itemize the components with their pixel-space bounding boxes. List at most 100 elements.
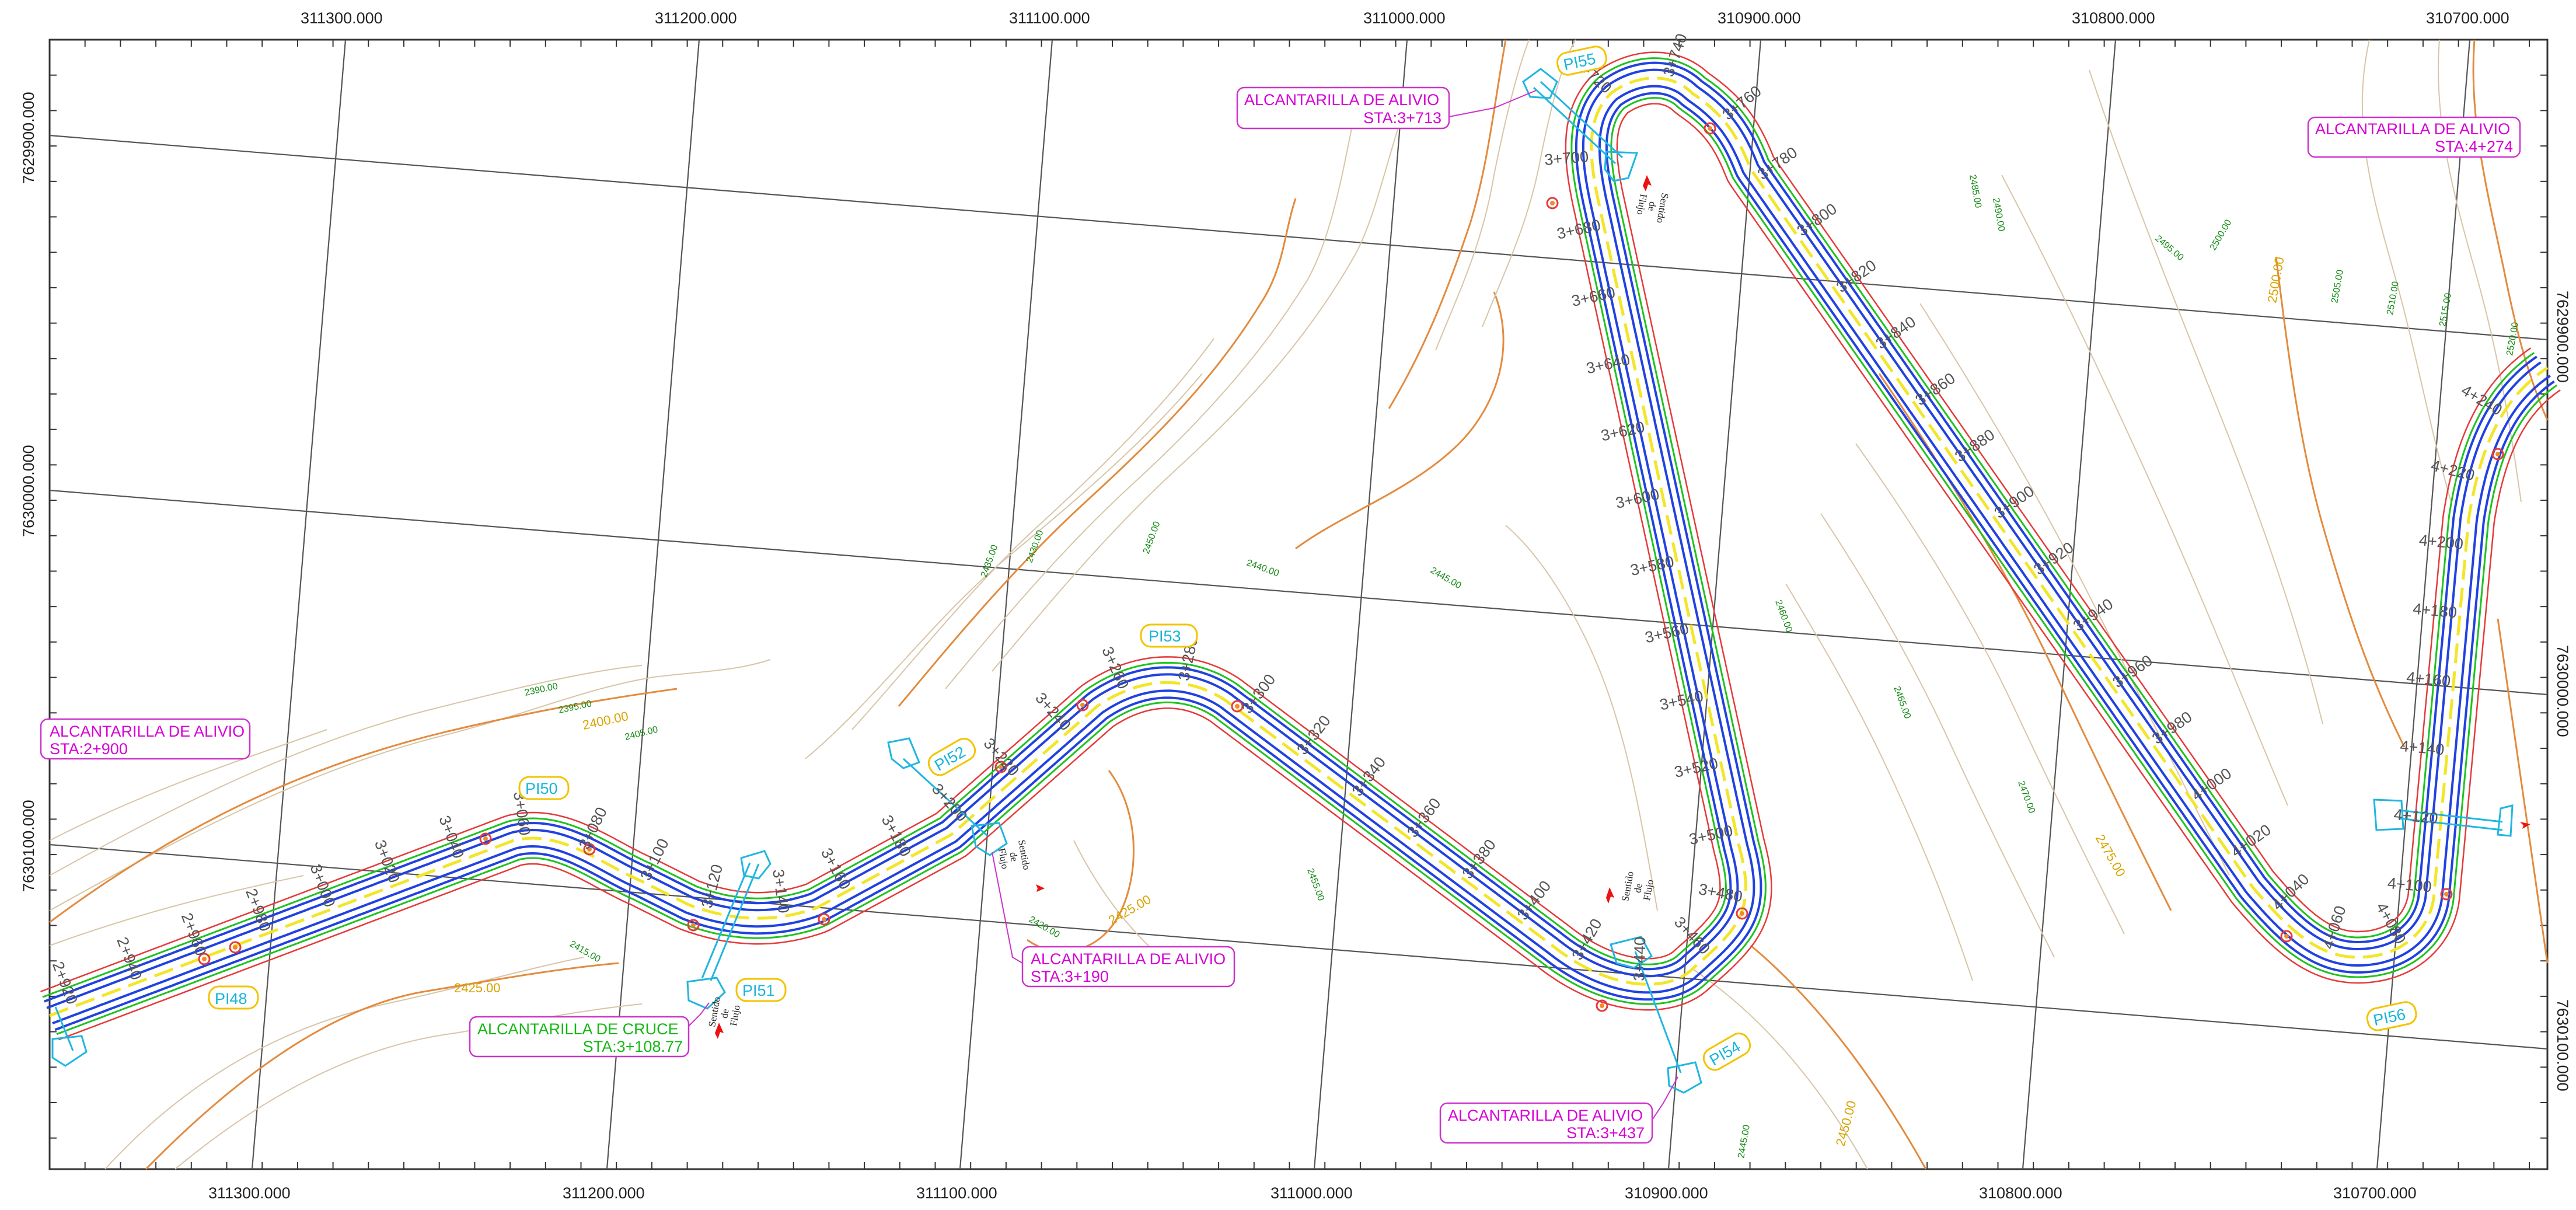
pi-marker-dot	[202, 957, 207, 961]
flow-arrow	[1606, 887, 1614, 904]
station-label: 3+400	[1514, 877, 1555, 923]
road-cut-line	[40, 51, 2532, 992]
coord-bottom: 311100.000	[916, 1184, 997, 1202]
contour-line	[145, 962, 619, 1170]
grid-line-n7630100	[49, 843, 2548, 1050]
coordinate-grid	[49, 39, 2548, 1170]
pi-marker	[1736, 907, 1748, 920]
contour-label: 2500.00	[2264, 256, 2287, 304]
culvert-sta-3-437	[1610, 936, 1702, 1094]
station-label: 3+140	[769, 868, 793, 914]
station-label: 3+440	[1631, 937, 1649, 982]
station-label: 3+120	[698, 863, 726, 910]
culvert-sta-2-900	[51, 1006, 88, 1067]
annotation-sta-3-713[interactable]: ALCANTARILLA DE ALIVIO STA:3+713	[1236, 86, 1537, 130]
pi-marker	[1076, 699, 1089, 712]
svg-text:ALCANTARILLA DE ALIVIO: ALCANTARILLA DE ALIVIO	[50, 723, 245, 740]
pi-marker	[687, 919, 700, 932]
contour-line	[49, 688, 678, 923]
contour-line	[1505, 525, 1658, 911]
pi-label-pi51: PI51	[735, 978, 787, 1002]
road-edge-line	[46, 68, 2542, 1009]
culvert-annotations: ALCANTARILLA DE ALIVIO STA:3+713 ALCANTA…	[40, 86, 2521, 1144]
contour-line	[1919, 303, 2230, 876]
station-label: 2+920	[49, 959, 81, 1007]
station-label: 3+000	[306, 862, 338, 909]
contour-label: 2425.00	[1106, 892, 1153, 927]
station-label: 3+620	[1599, 418, 1646, 444]
pi-marker	[1231, 700, 1244, 713]
road-cut-line	[58, 103, 2561, 1041]
svg-text:ALCANTARILLA DE ALIVIO: ALCANTARILLA DE ALIVIO	[2315, 120, 2510, 138]
grid-line-e310700	[2376, 39, 2471, 1170]
pi-marker	[818, 913, 830, 926]
pi-marker-dot	[233, 945, 238, 950]
pi-label-pi56: PI56	[2366, 1001, 2417, 1031]
contour-label: 2450.00	[1833, 1099, 1859, 1148]
annotation-sta-3-108[interactable]: ALCANTARILLA DE CRUCE STA:3+108.77	[469, 1002, 710, 1058]
culvert-sta-4-274	[2373, 798, 2514, 837]
pi-marker	[1704, 122, 1716, 135]
coord-top: 311000.000	[1363, 9, 1446, 27]
grid-line-e311300	[251, 39, 347, 1170]
annotation-sta-4-274[interactable]: ALCANTARILLA DE ALIVIO STA:4+274	[2307, 116, 2521, 158]
road-edge-line	[54, 92, 2555, 1031]
station-label: 2+960	[178, 911, 210, 958]
contour-label: 2430.00	[1025, 529, 1046, 564]
culvert-sta-3-108	[686, 850, 772, 1010]
coord-bottom: 310800.000	[1979, 1184, 2062, 1202]
station-label: 3+580	[1629, 553, 1676, 579]
flow-marker: Sentido de Flujo	[706, 996, 742, 1027]
contour-line	[2438, 39, 2522, 503]
contour-line	[1878, 373, 2172, 911]
contour-line	[805, 373, 1203, 759]
station-label: 2+980	[242, 886, 274, 934]
flow-direction-markers: Sentido de Flujo Sentido de Flujo Sentid…	[706, 175, 2530, 1039]
pi-marker-dot	[1080, 703, 1085, 707]
svg-text:de: de	[718, 1008, 731, 1019]
contour-line	[2472, 39, 2549, 421]
contour-label: 2425.00	[454, 981, 501, 995]
station-label: 3+600	[1614, 485, 1661, 511]
coord-left: 7629900.000	[20, 92, 37, 184]
pi-marker	[2280, 930, 2293, 943]
station-label: 4+100	[2387, 874, 2432, 896]
station-label: 3+340	[1349, 754, 1390, 800]
road-alignment	[40, 51, 2561, 1041]
pi-marker-dot	[2284, 934, 2289, 939]
coord-top: 310800.000	[2072, 9, 2155, 27]
grid-line-e311000	[1313, 39, 1408, 1170]
station-label: 3+560	[1643, 620, 1690, 646]
annotation-sta-3-190[interactable]: ALCANTARILLA DE ALIVIO STA:3+190	[992, 852, 1235, 988]
pi-marker	[229, 941, 242, 954]
station-label: 3+640	[1584, 351, 1631, 377]
pi-label-pi48: PI48	[208, 985, 259, 1010]
coord-top: 310700.000	[2426, 9, 2509, 27]
contour-line	[1295, 291, 1505, 550]
contour-line	[49, 659, 771, 911]
annotation-sta-3-437[interactable]: ALCANTARILLA DE ALIVIO STA:3+437	[1439, 1076, 1678, 1144]
road-edge-line	[44, 61, 2537, 1003]
flow-marker: Sentido de Flujo	[1635, 192, 1671, 224]
svg-text:STA:3+190: STA:3+190	[1031, 968, 1109, 985]
svg-text:STA:2+900: STA:2+900	[50, 740, 128, 758]
svg-text:STA:4+274: STA:4+274	[2435, 138, 2513, 155]
annotation-sta-2-900[interactable]: ALCANTARILLA DE ALIVIO STA:2+900	[40, 718, 251, 760]
contour-line	[2361, 39, 2452, 503]
contour-label: 2500.00	[2208, 218, 2234, 252]
terrain-contours	[49, 39, 2549, 1170]
coordinate-labels: 311300.000 311200.000 311100.000 311000.…	[20, 9, 2571, 1202]
station-label: 4+140	[2399, 737, 2445, 759]
svg-text:ALCANTARILLA DE CRUCE: ALCANTARILLA DE CRUCE	[477, 1020, 679, 1038]
coord-bottom: 311300.000	[208, 1184, 291, 1202]
grid-line-n7629900	[49, 134, 2548, 341]
contour-label: 2485.00	[1967, 174, 1983, 209]
map-frame	[48, 39, 2549, 1170]
svg-text:Flujo: Flujo	[1641, 878, 1656, 901]
station-label: 3+040	[435, 813, 467, 861]
pi-marker	[479, 832, 492, 845]
contour-label: 2455.00	[1305, 867, 1326, 902]
contour-line	[2497, 618, 2549, 964]
grid-line-e310900	[1667, 39, 1762, 1170]
